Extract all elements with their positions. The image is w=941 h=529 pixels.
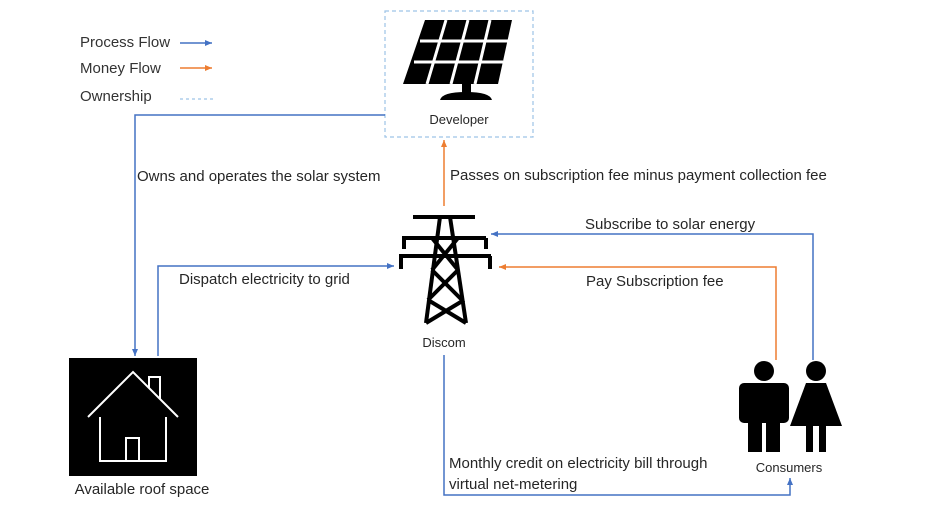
edge-subscribe: Subscribe to solar energy bbox=[491, 216, 814, 360]
legend: Process Flow Money Flow Ownership bbox=[80, 34, 214, 105]
discom-label: Discom bbox=[422, 335, 465, 350]
pay-fee-arrow bbox=[499, 264, 777, 360]
people-icon bbox=[739, 361, 842, 452]
edge-owns: Owns and operates the solar system bbox=[132, 114, 385, 356]
legend-ownership-label: Ownership bbox=[80, 88, 152, 105]
credit-label-line1: Monthly credit on electricity bill throu… bbox=[449, 455, 707, 472]
subscribe-label: Subscribe to solar energy bbox=[585, 216, 756, 233]
edge-pay-fee: Pay Subscription fee bbox=[499, 264, 777, 360]
roof-label: Available roof space bbox=[75, 481, 210, 498]
legend-process-flow-label: Process Flow bbox=[80, 34, 170, 51]
dispatch-label: Dispatch electricity to grid bbox=[179, 271, 350, 288]
passes-fee-label: Passes on subscription fee minus payment… bbox=[450, 167, 827, 184]
legend-money-flow-label: Money Flow bbox=[80, 60, 161, 77]
solar-panel-icon bbox=[403, 19, 512, 100]
transmission-tower-icon bbox=[399, 215, 492, 325]
dispatch-arrow bbox=[157, 263, 394, 356]
consumers-node: Consumers bbox=[739, 361, 842, 475]
owns-arrow bbox=[132, 114, 385, 356]
house-icon bbox=[87, 370, 179, 462]
edge-credit: Monthly credit on electricity bill throu… bbox=[443, 355, 793, 496]
consumers-label: Consumers bbox=[756, 460, 823, 475]
edge-dispatch: Dispatch electricity to grid bbox=[157, 263, 394, 356]
developer-node: Developer bbox=[384, 10, 534, 138]
owns-label: Owns and operates the solar system bbox=[137, 168, 380, 185]
credit-arrow bbox=[443, 355, 793, 496]
roof-icon-background bbox=[69, 358, 197, 476]
credit-label-line2: virtual net-metering bbox=[449, 476, 577, 493]
subscribe-arrow bbox=[491, 231, 814, 360]
roof-node: Available roof space bbox=[69, 358, 209, 498]
pay-fee-label: Pay Subscription fee bbox=[586, 273, 724, 290]
developer-ownership-box bbox=[384, 10, 534, 138]
discom-node: Discom bbox=[399, 215, 492, 350]
developer-label: Developer bbox=[429, 112, 489, 127]
edge-passes-fee: Passes on subscription fee minus payment… bbox=[441, 140, 827, 206]
